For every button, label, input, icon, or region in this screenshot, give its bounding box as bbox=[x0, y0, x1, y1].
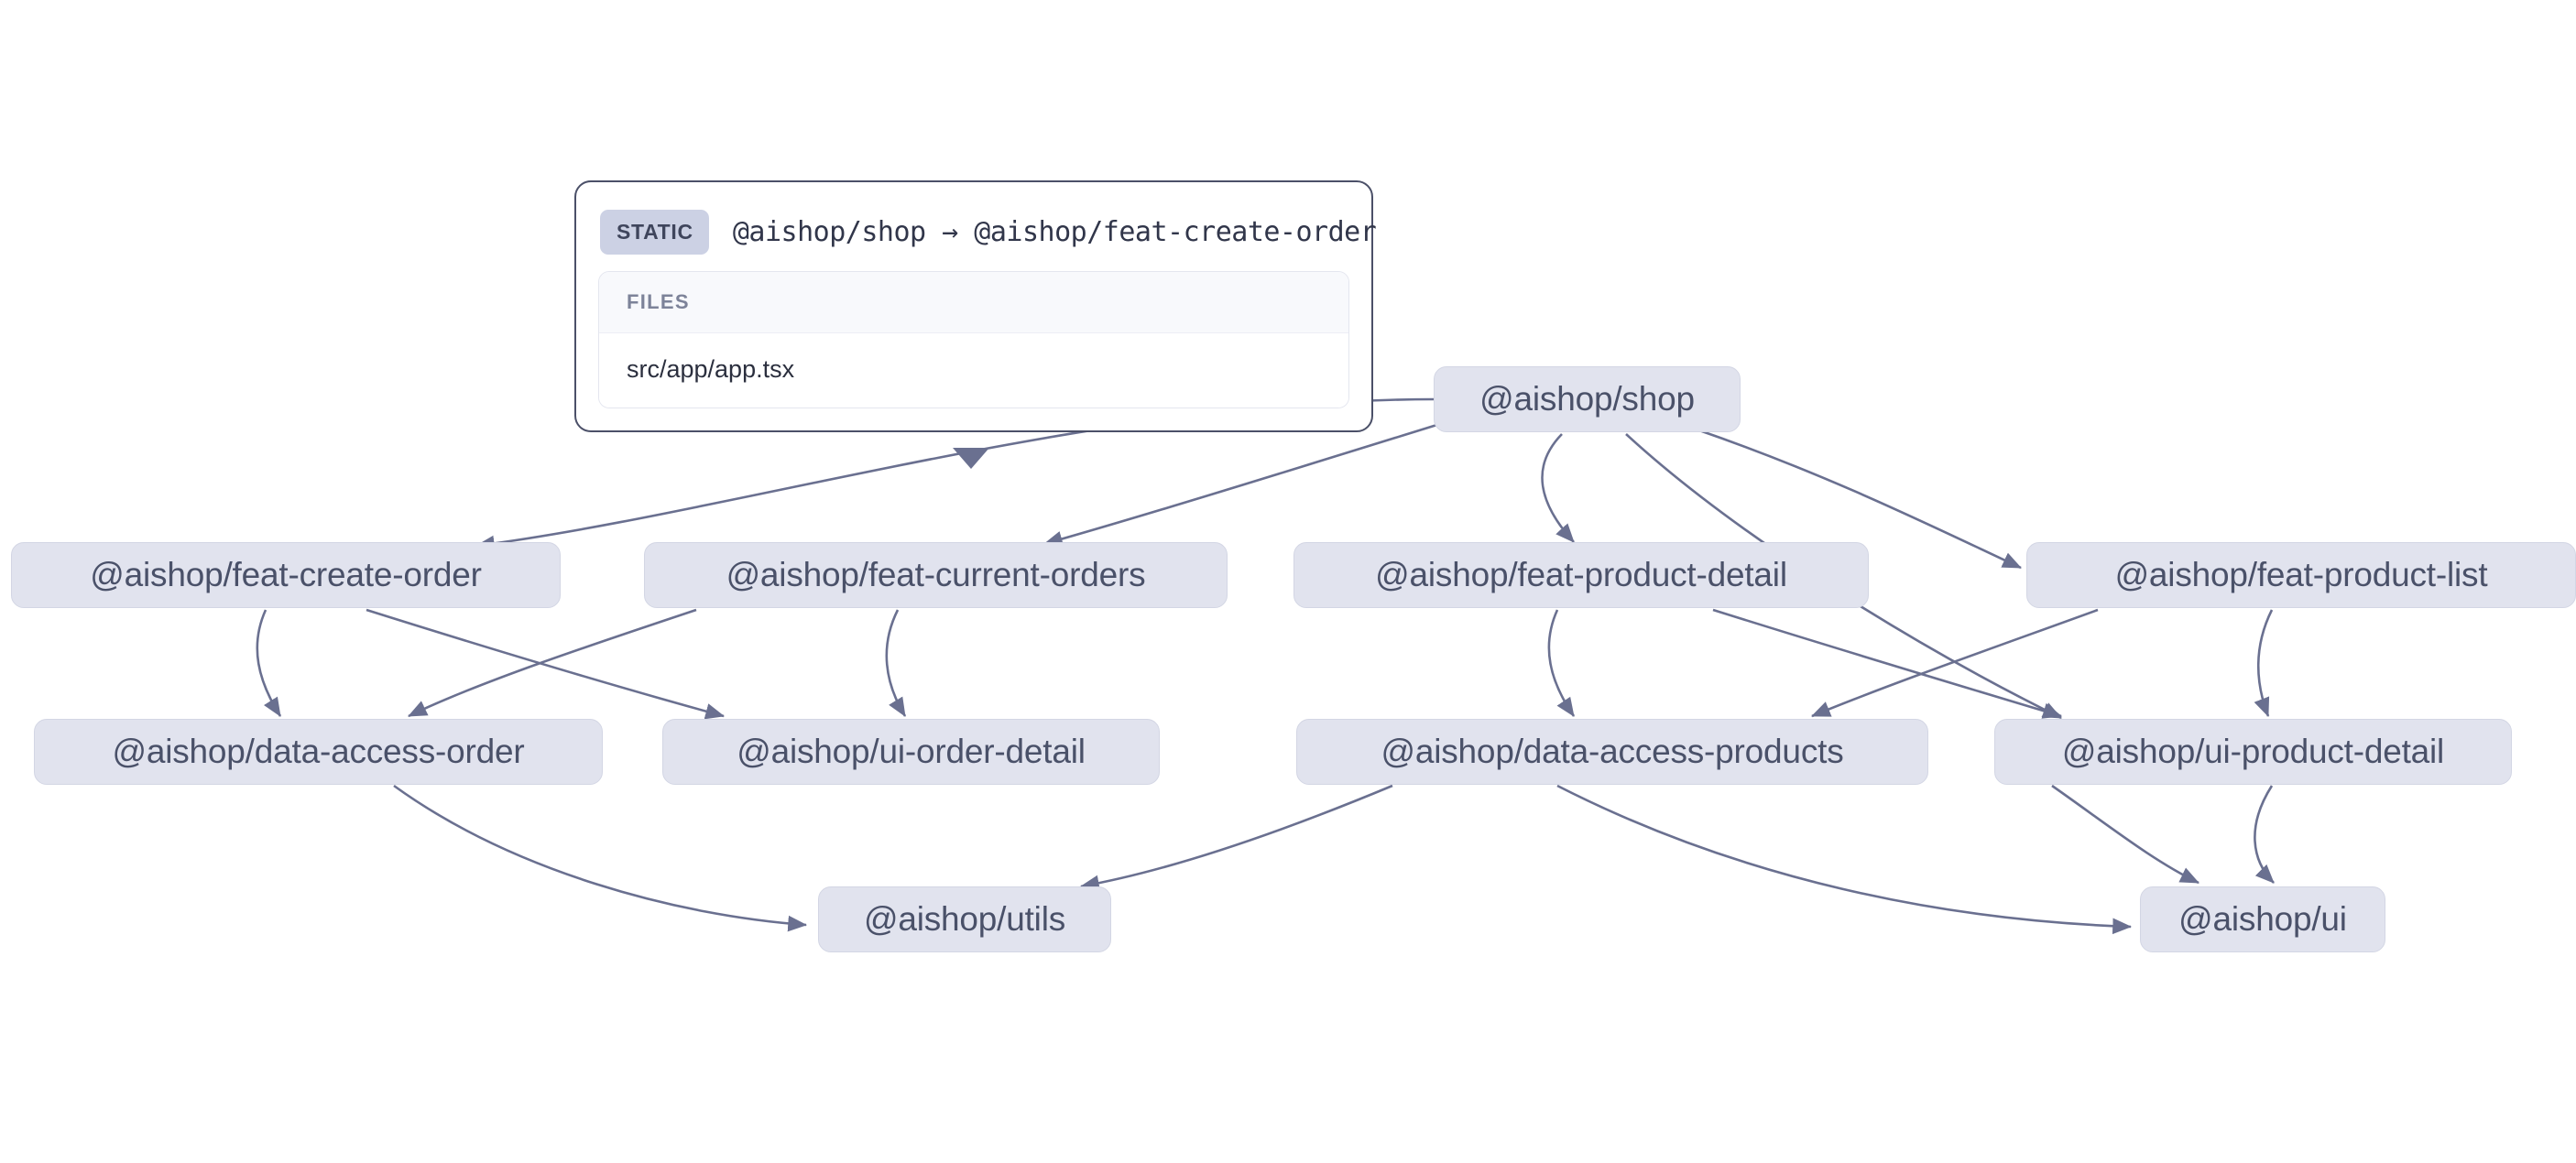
graph-node-feat-create-order[interactable]: @aishop/feat-create-order bbox=[11, 542, 561, 608]
graph-node-feat-current-orders[interactable]: @aishop/feat-current-orders bbox=[644, 542, 1228, 608]
node-label: @aishop/ui bbox=[2178, 900, 2347, 938]
graph-node-data-access-order[interactable]: @aishop/data-access-order bbox=[34, 719, 603, 785]
files-panel: FILES src/app/app.tsx bbox=[598, 271, 1349, 408]
node-label: @aishop/data-access-products bbox=[1381, 733, 1844, 770]
status-badge: STATIC bbox=[600, 210, 709, 255]
node-label: @aishop/ui-order-detail bbox=[737, 733, 1086, 770]
edge-data-access-products-to-ui bbox=[1556, 784, 2133, 935]
edge-feat-current-orders-to-ui-order-detail bbox=[885, 609, 907, 717]
edge-data-access-order-to-utils bbox=[393, 784, 808, 932]
graph-node-data-access-products[interactable]: @aishop/data-access-products bbox=[1296, 719, 1928, 785]
edge-feat-product-detail-to-ui-product-detail bbox=[1712, 608, 2062, 719]
edge-feat-current-orders-to-data-access-order bbox=[408, 608, 697, 718]
edge-ui-product-detail-to-ui bbox=[2051, 784, 2199, 885]
tooltip-pointer-icon bbox=[953, 448, 989, 469]
node-label: @aishop/ui-product-detail bbox=[2061, 733, 2445, 770]
graph-node-feat-product-detail[interactable]: @aishop/feat-product-detail bbox=[1293, 542, 1869, 608]
edge-shop-to-feat-product-detail bbox=[1541, 433, 1575, 543]
edge-feat-create-order-to-ui-order-detail bbox=[366, 608, 726, 720]
edge-data-access-products-to-utils bbox=[1079, 784, 1393, 892]
graph-node-utils[interactable]: @aishop/utils bbox=[818, 886, 1111, 952]
edge-detail-card[interactable]: STATIC @aishop/shop → @aishop/feat-creat… bbox=[574, 180, 1377, 432]
node-label: @aishop/feat-create-order bbox=[90, 556, 482, 593]
file-list-item[interactable]: src/app/app.tsx bbox=[599, 333, 1348, 408]
graph-node-ui-product-detail[interactable]: @aishop/ui-product-detail bbox=[1994, 719, 2512, 785]
detail-card-header: STATIC @aishop/shop → @aishop/feat-creat… bbox=[598, 202, 1377, 271]
node-label: @aishop/shop bbox=[1479, 380, 1695, 418]
graph-node-ui-order-detail[interactable]: @aishop/ui-order-detail bbox=[662, 719, 1160, 785]
detail-card-title: @aishop/shop → @aishop/feat-create-order bbox=[732, 216, 1377, 248]
files-panel-header: FILES bbox=[599, 272, 1348, 333]
edge-feat-product-list-to-data-access-products bbox=[1811, 608, 2099, 718]
graph-node-ui[interactable]: @aishop/ui bbox=[2140, 886, 2385, 952]
node-label: @aishop/utils bbox=[863, 900, 1066, 938]
node-label: @aishop/data-access-order bbox=[112, 733, 525, 770]
node-label: @aishop/feat-product-detail bbox=[1375, 556, 1787, 593]
graph-node-feat-product-list[interactable]: @aishop/feat-product-list bbox=[2026, 542, 2576, 608]
node-label: @aishop/feat-current-orders bbox=[726, 556, 1146, 593]
edge-feat-create-order-to-data-access-order bbox=[256, 609, 282, 717]
graph-node-shop[interactable]: @aishop/shop bbox=[1434, 366, 1741, 432]
edge-feat-product-list-to-ui-product-detail bbox=[2254, 609, 2274, 717]
edge-feat-product-detail-to-data-access-products bbox=[1547, 609, 1576, 717]
edge-shop-to-feat-current-orders bbox=[1042, 421, 1444, 548]
edge-ui-product-detail-curve-to-ui bbox=[2254, 785, 2275, 884]
node-label: @aishop/feat-product-list bbox=[2114, 556, 2488, 593]
